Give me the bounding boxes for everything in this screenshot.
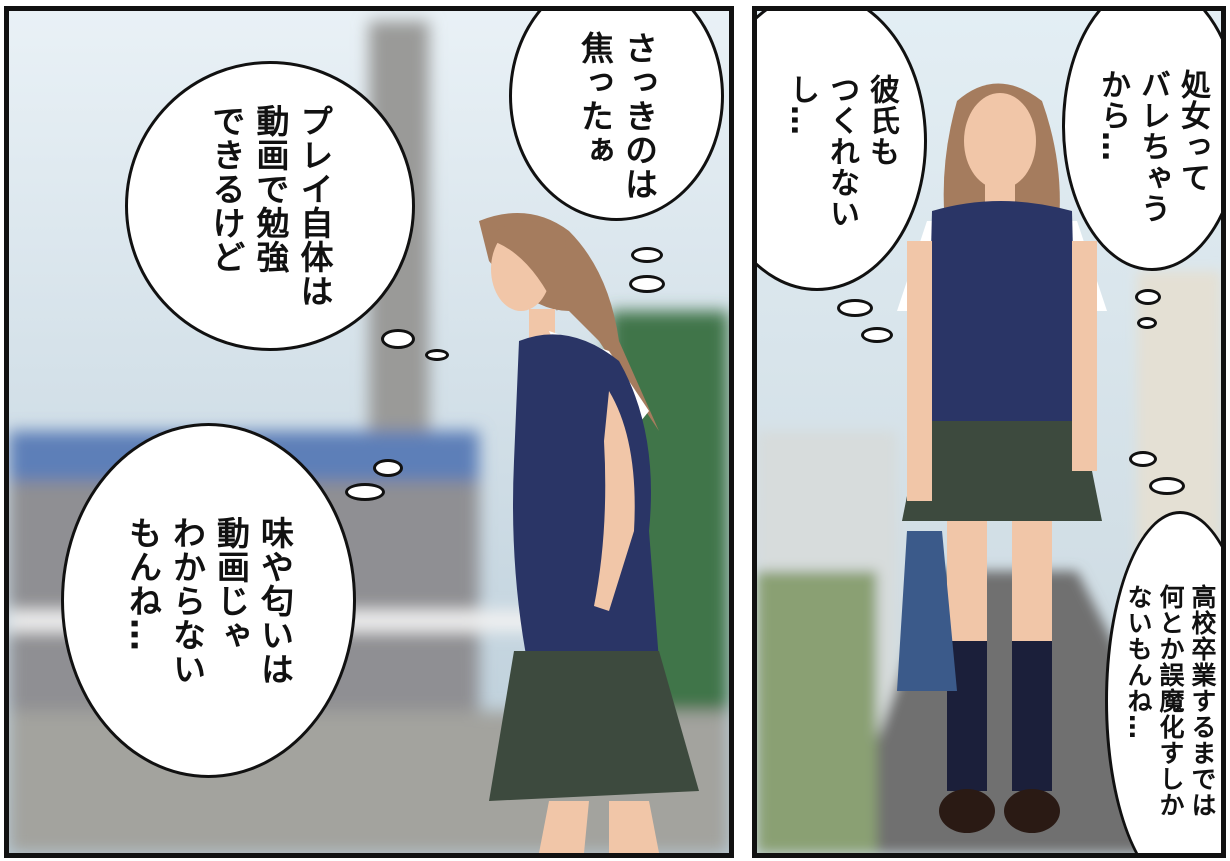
thought-text-virgin: 処女って バレちゃう から… [1095,68,1210,224]
thought-puff [373,459,403,477]
thought-bubble-taste: 味や匂いは 動画じゃ わからない もんね… [61,423,356,778]
thought-puff [1149,477,1185,495]
thought-bubble-play: プレイ自体は 動画で勉強 できるけど [125,61,415,351]
thought-text-play: プレイ自体は 動画で勉強 できるけど [207,104,334,308]
thought-bubble-hurried: さっきのは 焦ったぁ [509,11,724,221]
thought-puff [425,349,449,361]
thought-puff [381,329,415,349]
panel-right: 処女って バレちゃう から… 彼氏も つくれない し… 高校卒業するまでは 何と… [752,6,1226,858]
thought-bubble-graduation: 高校卒業するまでは 何とか誤魔化すしか ないもんね… [1105,511,1221,853]
thought-text-graduation: 高校卒業するまでは 何とか誤魔化すしか ないもんね… [1124,584,1217,818]
thought-bubble-virgin: 処女って バレちゃう から… [1062,11,1221,271]
thought-puff [631,247,663,263]
thought-puff [1137,317,1157,329]
thought-bubble-boyfriend: 彼氏も つくれない し… [757,11,927,291]
thought-text-taste: 味や匂いは 動画じゃ わからない もんね… [123,515,295,686]
thought-text-hurried: さっきのは 焦ったぁ [575,31,659,201]
thought-text-boyfriend: 彼氏も つくれない し… [784,73,899,229]
thought-puff [837,299,873,317]
thought-puff [861,327,893,343]
panel-left: プレイ自体は 動画で勉強 できるけど さっきのは 焦ったぁ 味や匂いは 動画じゃ… [4,6,734,858]
thought-puff [1129,451,1157,467]
thought-puff [629,275,665,293]
thought-puff [1135,289,1161,305]
thought-puff [345,483,385,501]
